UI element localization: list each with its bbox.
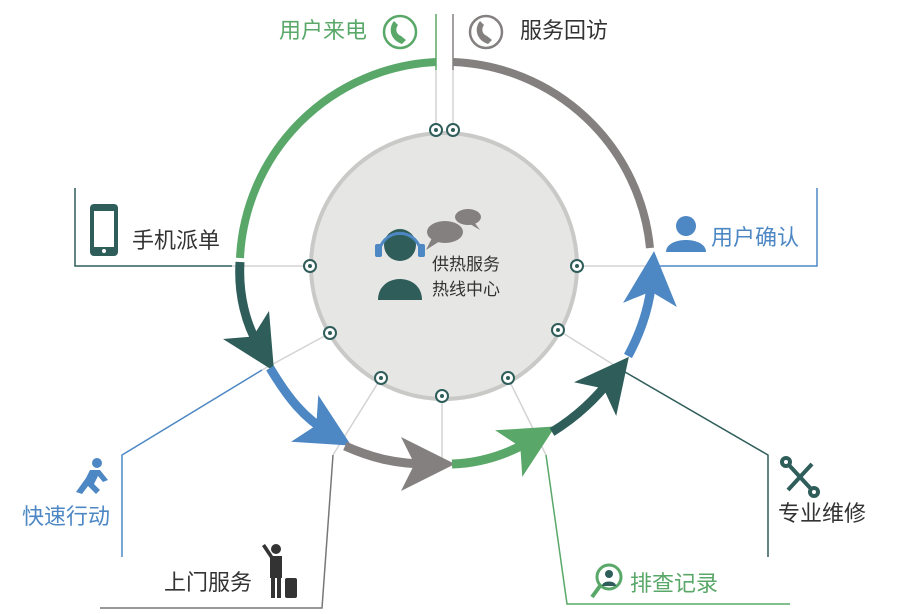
step-label-rapid-response: 快速行动	[22, 505, 111, 530]
phone-icon	[382, 14, 418, 50]
magnifier-user-icon	[590, 563, 623, 599]
flow-arrow-grey	[343, 436, 455, 491]
smartphone-icon	[90, 204, 118, 256]
headset-operator-icon	[375, 229, 425, 300]
ring-arc-grey	[452, 58, 654, 249]
step-label-onsite-service: 上门服务	[164, 571, 253, 596]
hub-title-line-2: 热线中心	[432, 280, 500, 300]
leader-lines	[74, 14, 818, 609]
running-person-icon	[76, 458, 108, 494]
user-icon	[666, 216, 706, 252]
flow-arrow-blue-left	[266, 365, 352, 446]
phone-icon	[468, 14, 504, 50]
ring-arc-green	[236, 58, 437, 259]
flow-arrow-blue-right	[623, 251, 677, 359]
step-label-incoming-call: 用户来电	[279, 19, 368, 44]
flow-arrow-teal	[222, 261, 275, 372]
hub-node-dot-centers	[308, 128, 579, 398]
hub-node-dots	[303, 123, 584, 403]
step-label-troubleshoot-record: 排查记录	[630, 572, 719, 597]
tools-icon	[780, 456, 820, 498]
hub-title: 供热服务 热线中心	[432, 253, 500, 303]
flow-arrow-green	[451, 426, 556, 477]
step-label-user-confirm: 用户确认	[711, 226, 800, 251]
worker-luggage-icon	[262, 544, 297, 598]
step-label-service-follow-up: 服务回访	[520, 19, 609, 44]
chat-bubbles-icon	[426, 209, 481, 250]
hub-title-line-1: 供热服务	[432, 255, 500, 275]
flow-arrow-teal-right	[549, 356, 629, 436]
step-label-mobile-dispatch: 手机派单	[132, 229, 221, 254]
step-label-professional-repair: 专业维修	[778, 502, 867, 527]
